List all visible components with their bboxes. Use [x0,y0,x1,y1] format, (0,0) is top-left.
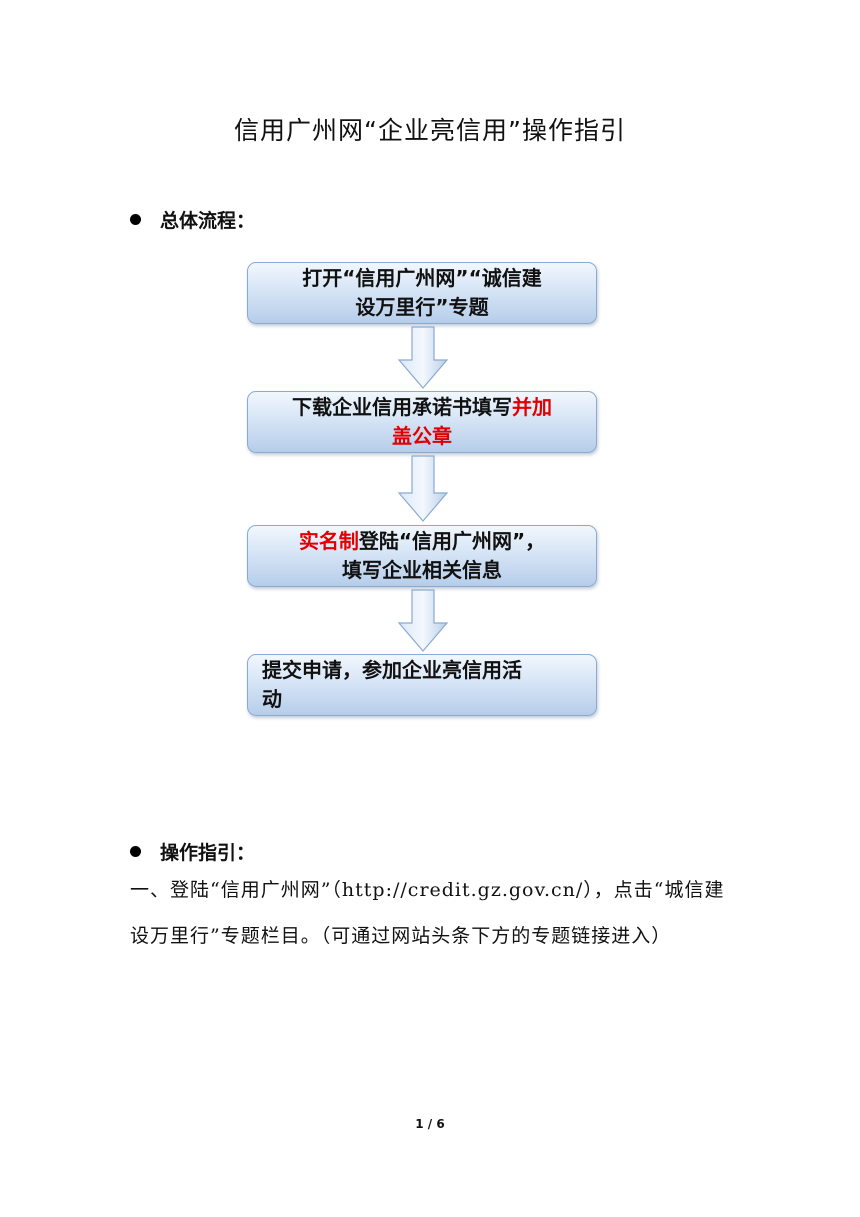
step-text: 提交申请，参加企业亮信用活 [262,658,522,682]
flow-step-line: 提交申请，参加企业亮信用活 [262,656,522,685]
flow-step-line: 填写企业相关信息 [299,556,545,585]
flow-step-3: 实名制登陆“信用广州网”，填写企业相关信息 [247,525,597,587]
step-text: 登陆“信用广州网”， [358,529,546,553]
flow-step-line: 下载企业信用承诺书填写并加 [292,393,552,422]
instruction-paragraph: 一、登陆“信用广州网”（http://credit.gz.gov.cn/），点击… [130,879,725,947]
section-operation-guide: 操作指引： [130,838,255,865]
flow-step-line: 动 [262,685,522,714]
down-arrow-icon [397,455,449,522]
page-number: 1 / 6 [415,1117,445,1131]
highlight-text: 并加 [512,395,552,419]
bullet-icon [130,214,141,225]
flow-step-text: 打开“信用广州网”“诚信建设万里行”专题 [302,264,541,322]
section-overall-process: 总体流程： [130,206,255,233]
flow-step-line: 设万里行”专题 [302,293,541,322]
highlight-text: 实名制 [298,529,359,553]
document-title: 信用广州网“企业亮信用”操作指引 [234,116,626,145]
step-text: 动 [262,687,282,711]
step-text: 设万里行”专题 [355,295,489,319]
step-text: 下载企业信用承诺书填写 [292,395,512,419]
step-text: 填写企业相关信息 [341,558,502,582]
down-arrow-icon [397,589,449,652]
flow-step-4: 提交申请，参加企业亮信用活动 [247,654,597,716]
section-label: 总体流程： [160,210,256,232]
highlight-text: 盖公章 [392,424,452,448]
flow-step-1: 打开“信用广州网”“诚信建设万里行”专题 [247,262,597,324]
step-text: 打开“信用广州网”“诚信建 [302,266,542,290]
flow-step-2: 下载企业信用承诺书填写并加盖公章 [247,391,597,453]
bullet-icon [130,846,141,857]
flow-step-line: 实名制登陆“信用广州网”， [299,527,545,556]
flow-step-line: 盖公章 [292,422,552,451]
section-label: 操作指引： [160,842,256,864]
flow-step-text: 实名制登陆“信用广州网”，填写企业相关信息 [299,527,545,585]
down-arrow-icon [397,326,449,389]
flow-step-line: 打开“信用广州网”“诚信建 [302,264,541,293]
flow-step-text: 提交申请，参加企业亮信用活动 [262,656,522,714]
flow-step-text: 下载企业信用承诺书填写并加盖公章 [292,393,552,451]
